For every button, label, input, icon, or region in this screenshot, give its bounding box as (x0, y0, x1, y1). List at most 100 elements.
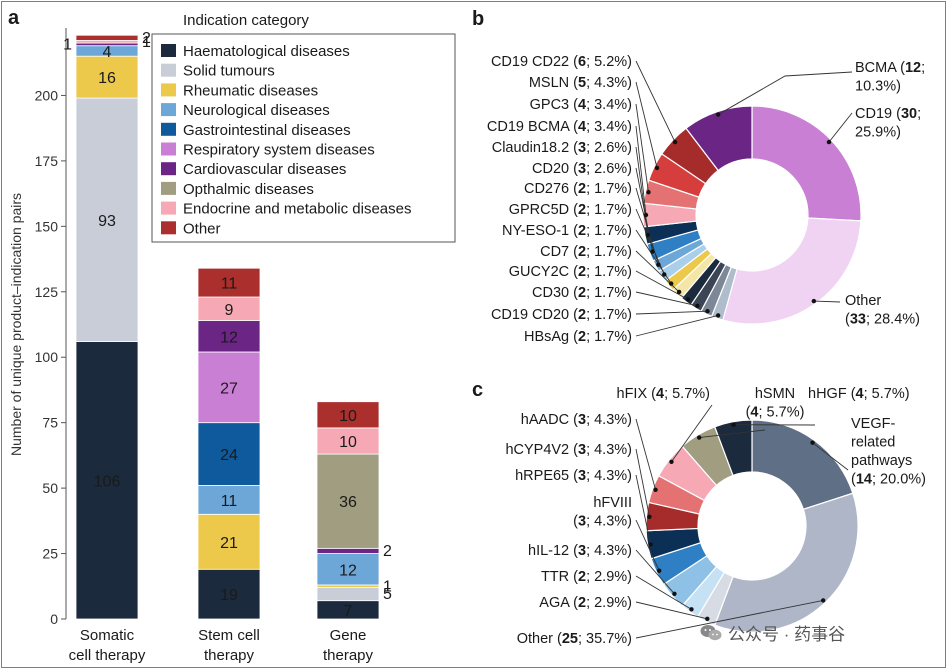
label-part: 33 (850, 312, 866, 328)
leader-dot (669, 281, 674, 286)
y-tick-label: 0 (50, 611, 58, 627)
leader-line (635, 418, 657, 490)
y-tick-label: 75 (42, 415, 58, 431)
label-part: hRPE65 ( (515, 468, 578, 484)
label-part: 2 (578, 569, 586, 585)
donut-slice-label: NY-ESO-1 (2; 1.7%) (502, 223, 632, 239)
leader-line (635, 146, 649, 236)
donut-slice-label: CD7 (2; 1.7%) (540, 244, 632, 260)
label-part: CD7 ( (540, 244, 578, 260)
label-part: 2 (578, 329, 586, 345)
label-part: hFVIII (593, 495, 632, 511)
bar-value-label: 36 (339, 494, 357, 511)
label-part: 4 (656, 386, 664, 402)
label-part: hSMN (755, 386, 795, 402)
label-part: 2 (578, 307, 586, 323)
watermark: 公众号 · 药事谷 (700, 620, 845, 645)
leader-line (635, 125, 647, 216)
x-category-label: Somatic (80, 627, 135, 644)
y-tick-label: 50 (42, 480, 58, 496)
donut-slice-label: CD19 (30; (855, 106, 921, 122)
label-part: 25 (562, 631, 578, 647)
label-part: 12 (905, 60, 921, 76)
legend-box (151, 33, 456, 243)
legend-entry: Other (183, 220, 221, 237)
leader-dot (696, 435, 702, 440)
y-tick-label: 125 (35, 284, 59, 300)
bar-value-label: 106 (94, 473, 121, 490)
label-part: HBsAg ( (524, 329, 578, 345)
label-part: 3 (578, 468, 586, 484)
leader-dot (646, 190, 651, 195)
bar-value-label: 2 (142, 30, 151, 47)
label-part: ; 35.7%) (578, 631, 632, 647)
panel-letter-a: a (8, 7, 20, 29)
y-tick-label: 200 (35, 87, 59, 103)
bar-value-label: 24 (220, 447, 238, 464)
leader-dot (705, 309, 710, 314)
label-part: ; 4.3%) (586, 75, 632, 91)
donut-slice-label: hRPE65 (3; 4.3%) (515, 468, 632, 484)
legend-entry: Haematological diseases (183, 43, 350, 60)
bar-segment (75, 341, 139, 620)
legend-swatch (161, 142, 176, 156)
legend-entry: Solid tumours (183, 63, 275, 80)
donut-slice-label: 25.9%) (855, 125, 901, 141)
donut-slice-label: hFIX (4; 5.7%) (617, 386, 711, 402)
leader-line (635, 81, 658, 169)
label-part: 4 (578, 97, 586, 113)
x-category-label: cell therapy (69, 647, 146, 664)
donut-slice-label: MSLN (5; 4.3%) (529, 75, 632, 91)
label-part: ; 28.4%) (866, 312, 920, 328)
donut-slice-label: (4; 5.7%) (746, 405, 805, 421)
bar-value-label: 12 (339, 562, 357, 579)
legend-entry: Neurological diseases (183, 102, 330, 119)
label-part: ; 2.6%) (586, 161, 632, 177)
leader-dot (653, 487, 658, 493)
legend-title: Indication category (183, 12, 309, 29)
label-part: ; 5.2%) (586, 54, 632, 70)
label-part: ; (917, 106, 921, 122)
label-part: BCMA ( (855, 60, 905, 76)
leader-line (635, 519, 660, 571)
leader-line (635, 291, 698, 307)
label-part: 10.3%) (855, 79, 901, 95)
bar-value-label: 10 (339, 434, 357, 451)
label-part: CD20 ( (532, 161, 578, 177)
leader-line (813, 300, 841, 303)
bar-value-label: 12 (220, 329, 238, 346)
label-part: ; 4.3%) (586, 514, 632, 530)
leader-dot (656, 262, 661, 267)
leader-dot (695, 303, 700, 309)
label-part: 2 (578, 595, 586, 611)
label-part: CD276 ( (524, 181, 578, 197)
label-part: ; 1.7%) (586, 329, 632, 345)
label-part: 2 (578, 264, 586, 280)
legend-swatch (161, 63, 176, 77)
label-part: 2 (578, 244, 586, 260)
label-part: CD19 CD22 ( (491, 54, 578, 70)
y-tick-label: 25 (42, 546, 58, 562)
bar-segment (316, 587, 380, 602)
donut-slice-label: Other (25; 35.7%) (517, 631, 632, 647)
donut-slice-label: HBsAg (2; 1.7%) (524, 329, 632, 345)
bar-value-label: 19 (220, 587, 238, 604)
label-part: 3 (578, 543, 586, 559)
leader-dot (647, 514, 652, 519)
donut-slice-label: related (851, 435, 895, 451)
label-part: TTR ( (541, 569, 578, 585)
donut-slice-label: GPC3 (4; 3.4%) (530, 97, 632, 113)
label-part: ; 5.7%) (864, 386, 910, 402)
label-part: ; 4.3%) (586, 442, 632, 458)
label-part: CD30 ( (532, 285, 578, 301)
label-part: ; 2.9%) (586, 569, 632, 585)
donut-slice-label: CD19 CD22 (6; 5.2%) (491, 54, 632, 70)
legend-entry: Rheumatic diseases (183, 82, 318, 99)
leader-dot (826, 139, 832, 145)
leader-dot (715, 112, 721, 117)
donut-slice-label: Other (845, 293, 881, 309)
bar-value-label: 27 (220, 380, 238, 397)
